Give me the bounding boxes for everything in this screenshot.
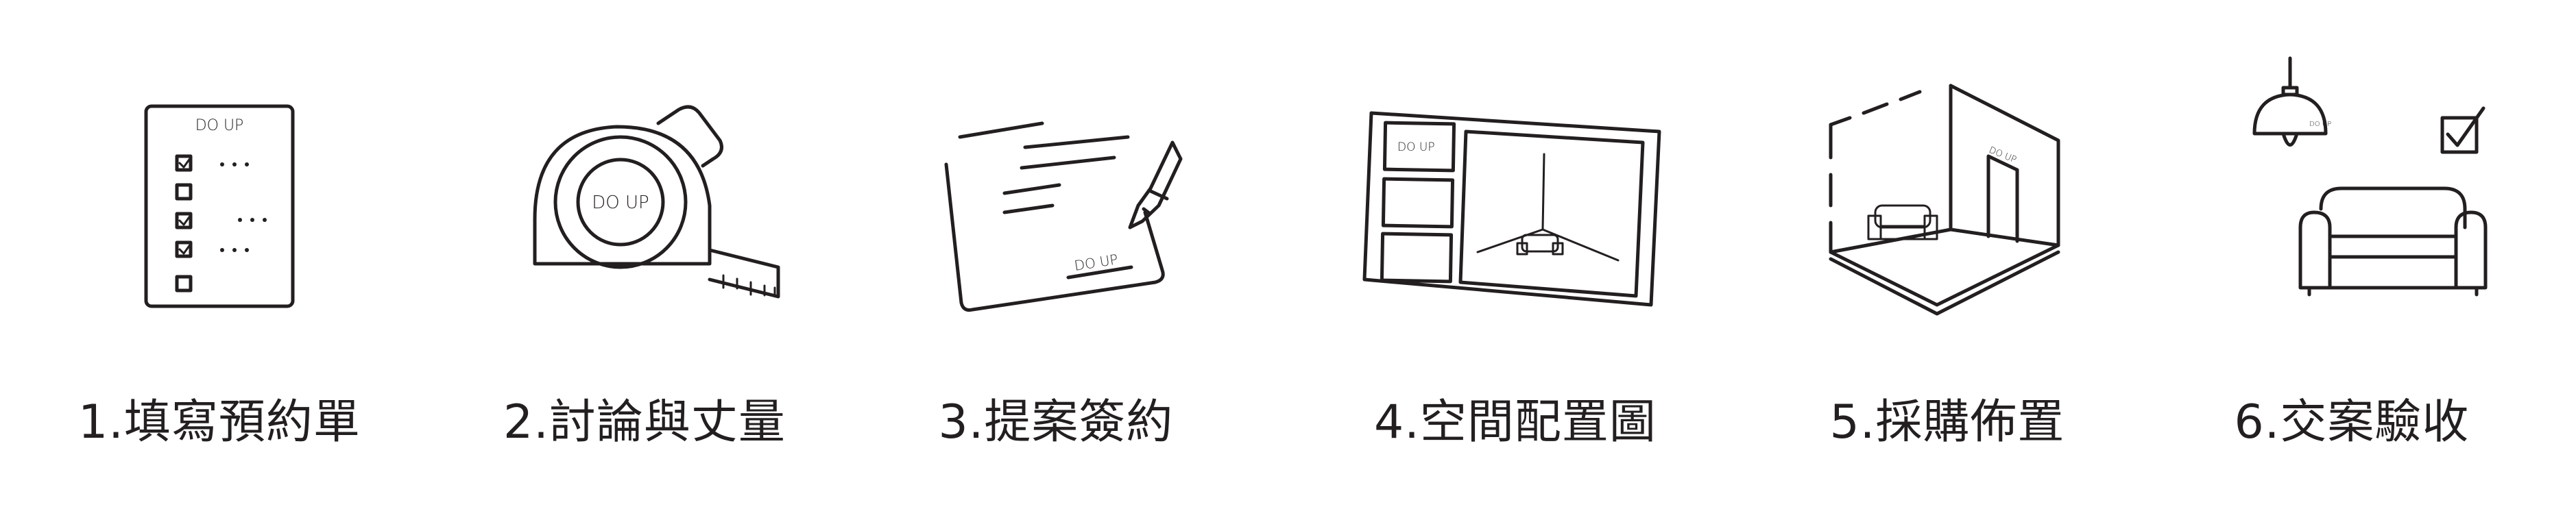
floor-plan-board-icon: DO UP bbox=[1362, 111, 1661, 307]
panel-brand-text: DO UP bbox=[1397, 140, 1435, 154]
form-brand-text: DO UP bbox=[195, 117, 244, 134]
checklist-form-icon: DO UP bbox=[144, 104, 295, 308]
step-5-label: 5.採購佈置 bbox=[1829, 395, 2065, 449]
step-4: DO UP 4.空間配置圖 bbox=[1316, 0, 1714, 509]
step-6: DO UP 6.交案驗收 bbox=[2174, 0, 2530, 509]
step-1-label: 1.填寫預約單 bbox=[78, 395, 361, 449]
step-2-label: 2.討論與丈量 bbox=[503, 395, 786, 449]
step-4-label: 4.空間配置圖 bbox=[1374, 395, 1657, 449]
sofa-lamp-check-icon: DO UP bbox=[2252, 56, 2488, 297]
lamp-brand-text: DO UP bbox=[2309, 121, 2331, 128]
step-5: DO UP 5.採購佈置 bbox=[1776, 0, 2119, 509]
contract-pen-icon: DO UP bbox=[944, 121, 1183, 312]
step-2: DO UP 2.討論與丈量 bbox=[473, 0, 816, 509]
furnished-room-icon: DO UP bbox=[1829, 84, 2060, 316]
step-3-label: 3.提案簽約 bbox=[938, 395, 1174, 449]
tape-brand-text: DO UP bbox=[592, 193, 649, 213]
step-1: DO UP 1.填寫預約單 bbox=[48, 0, 391, 509]
step-3: DO UP 3.提案簽約 bbox=[884, 0, 1227, 509]
step-6-label: 6.交案驗收 bbox=[2234, 395, 2470, 449]
measuring-tape-icon: DO UP bbox=[533, 105, 780, 299]
